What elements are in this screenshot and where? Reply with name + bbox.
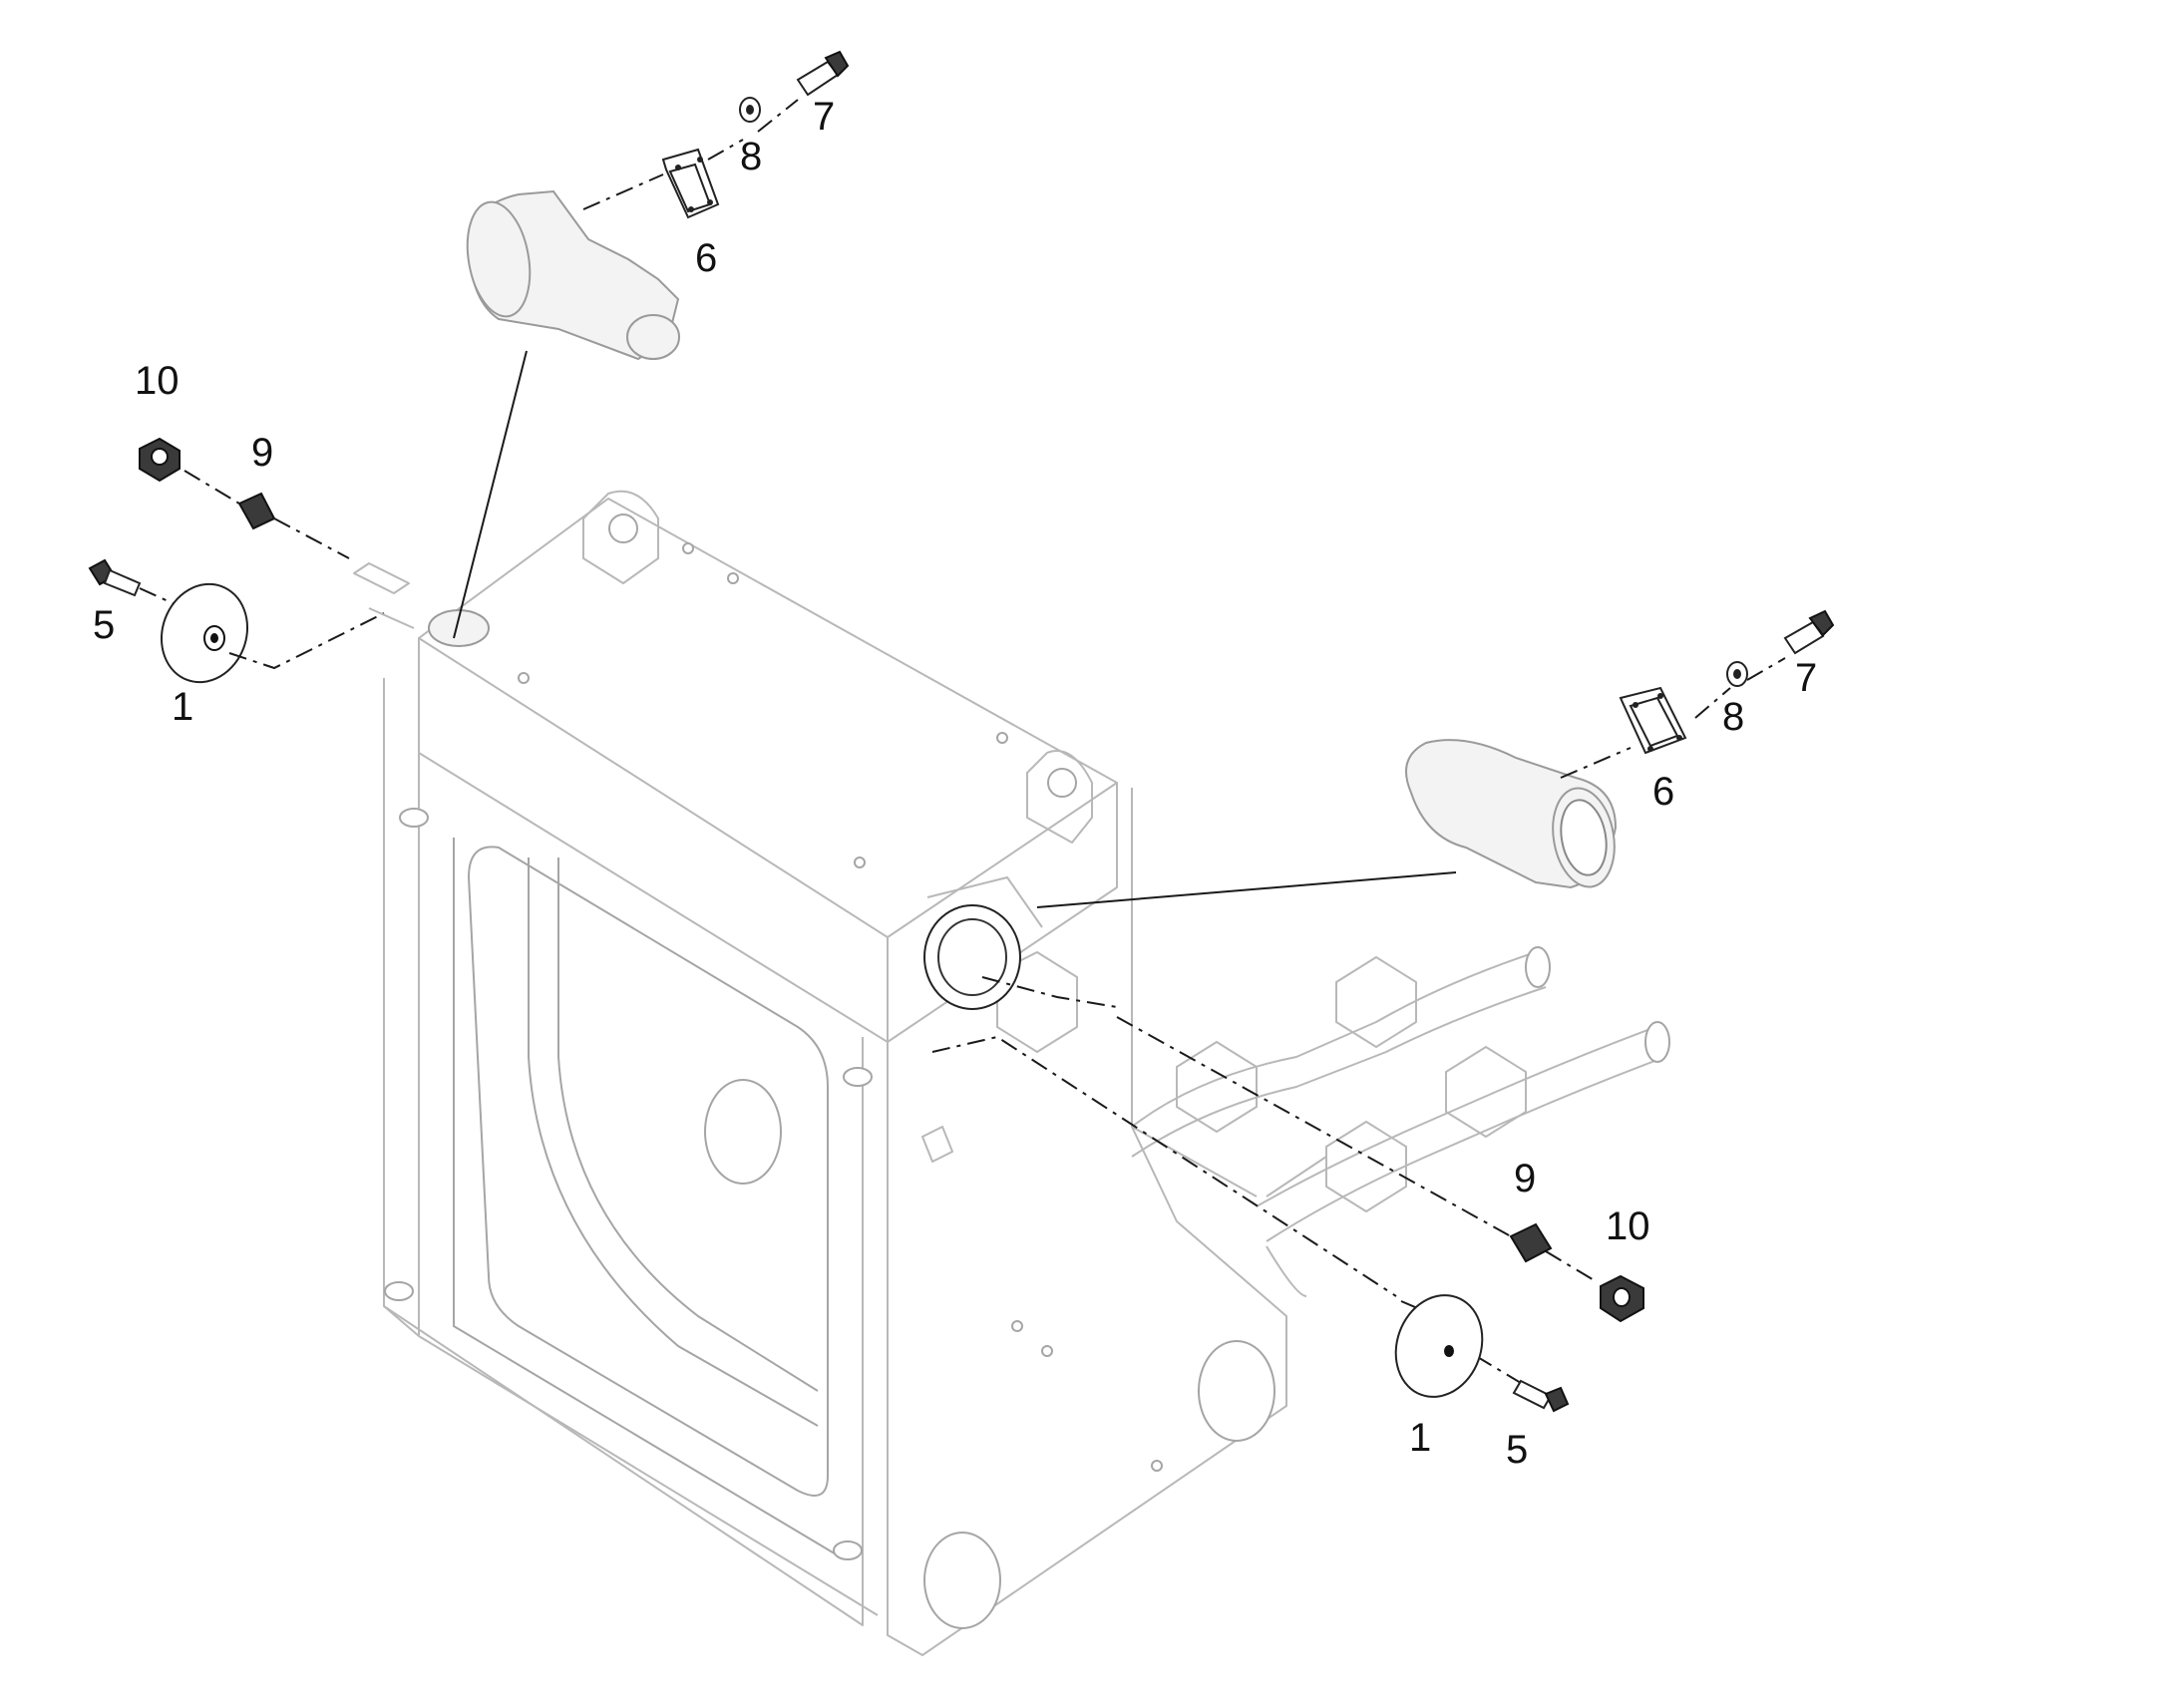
fitting-left [237,492,276,530]
cap-left [160,582,249,684]
cover-plate-top [661,148,720,219]
right-plug-assembly [931,976,1644,1413]
hose-assembly [921,946,1670,1297]
callout-7-top: 7 [813,95,835,139]
bolt-right-lower [1512,1379,1570,1413]
callout-9-left: 9 [251,431,273,475]
callout-1-left: 1 [172,685,193,729]
cover-plate-right [1619,686,1687,755]
callout-5-right: 5 [1506,1428,1528,1472]
callout-10-left: 10 [135,359,180,403]
callout-7-right: 7 [1795,656,1817,700]
callout-labels: 10 9 5 1 7 8 6 7 8 6 9 10 1 5 [93,95,1817,1472]
washer-top [739,97,761,123]
left-plug-assembly [88,437,415,684]
callout-10-right: 10 [1606,1204,1650,1248]
callout-5-left: 5 [93,603,115,647]
callout-8-top: 8 [740,135,762,178]
bolt-top [796,50,850,97]
bolt-left [88,558,142,597]
callout-6-right: 6 [1652,770,1674,814]
right-pin-assembly [1036,609,1835,908]
cap-right [1394,1294,1484,1398]
main-frame [383,490,1287,1656]
bolt-right [1783,609,1835,655]
bushing-right [923,876,1043,1010]
callout-1-right: 1 [1409,1416,1431,1460]
washer-right [1726,661,1748,687]
hose-clamp [1176,956,1527,1212]
callout-9-right: 9 [1514,1157,1536,1200]
callout-6-top: 6 [695,236,717,280]
nut-left [139,437,181,483]
top-pin-assembly [453,50,850,639]
callout-8-right: 8 [1722,695,1744,739]
fitting-right [1509,1222,1553,1263]
nut-right [1600,1274,1644,1323]
